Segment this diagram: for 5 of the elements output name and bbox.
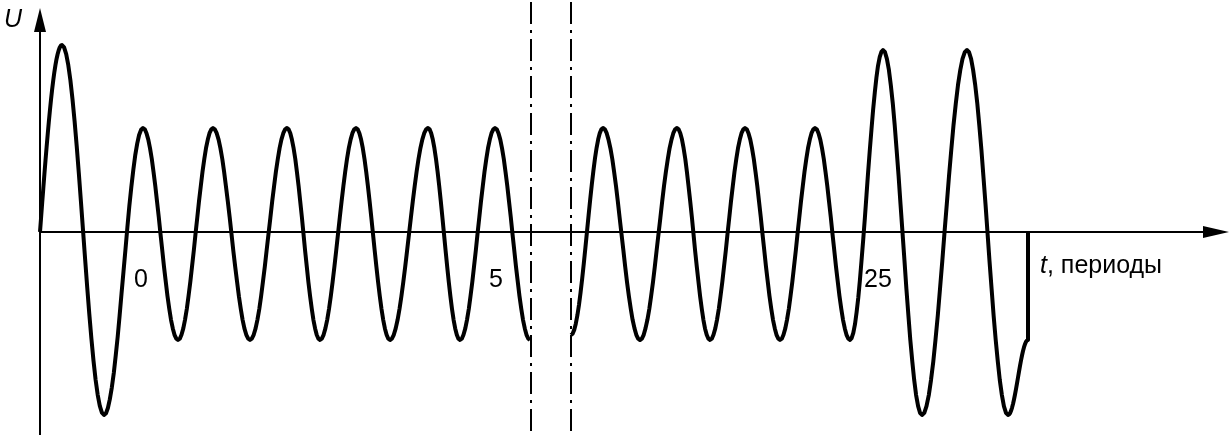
axis-label: t, периоды	[1040, 252, 1163, 277]
tick-label: 25	[864, 266, 892, 291]
axis-label: U	[4, 6, 23, 31]
tick-label: 0	[134, 266, 148, 291]
tick-label: 5	[489, 266, 503, 291]
